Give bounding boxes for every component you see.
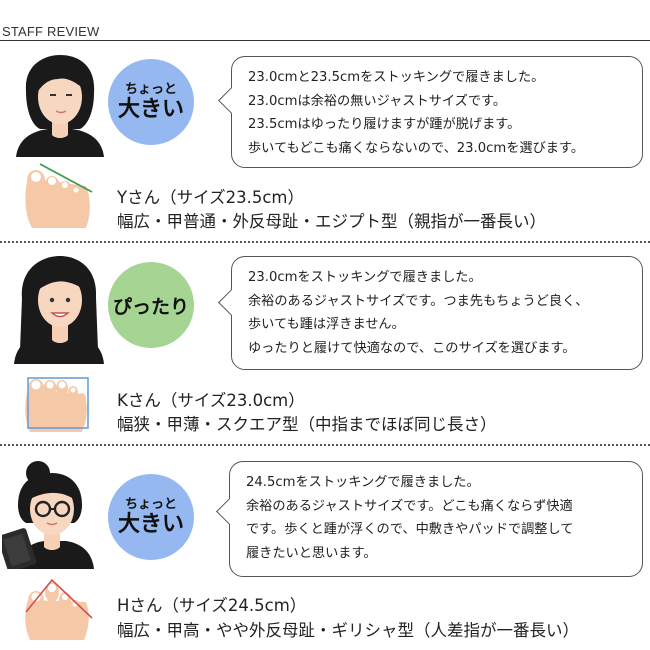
woman-bun-glasses-avatar: [2, 461, 94, 569]
badge-small-text: ちょっと: [124, 81, 177, 97]
badge-large-text: 大きい: [117, 96, 184, 122]
badge-large-text: 大きい: [117, 511, 184, 537]
review-line: 余裕のあるジャストサイズです。どこも痛くならず快適: [246, 498, 573, 514]
review-line: 歩いても踵は浮きません。: [248, 317, 405, 332]
fit-badge: ぴったり: [108, 262, 194, 348]
review-bubble: 24.5cmをストッキングで履きました。 余裕のあるジャストサイズです。どこも痛…: [216, 461, 643, 577]
review-line: です。歩くと踵が浮くので、中敷きやパッドで調整して: [246, 522, 574, 537]
header-bar: STAFF REVIEW: [0, 0, 650, 41]
review-line: 歩いてもどこも痛くならないので、23.0cmを選びます。: [248, 140, 585, 156]
badge-small-text: ちょっと: [124, 496, 177, 512]
review-line: 履きたいと思います。: [246, 545, 377, 561]
review-line: 23.0cmをストッキングで履きました。: [248, 270, 482, 285]
person-name: Kさん（サイズ23.0cm）: [117, 391, 305, 410]
review-bubble: 23.0cmをストッキングで履きました。 余裕のあるジャストサイズです。つま先も…: [218, 256, 643, 370]
foot-egyptian-icon: [25, 163, 93, 228]
bubble-tail: [216, 498, 243, 525]
foot-greek-icon: [25, 578, 93, 640]
review-line: 24.5cmをストッキングで履きました。: [246, 475, 480, 490]
bubble-tail: [218, 289, 245, 316]
badge-single-text: ぴったり: [112, 295, 189, 318]
woman-short-hair-avatar: [16, 55, 104, 157]
section-divider: [0, 241, 650, 243]
review-line: 23.0cmと23.5cmをストッキングで履きました。: [248, 70, 545, 85]
header-title: STAFF REVIEW: [2, 24, 100, 39]
review-line: 23.0cmは余裕の無いジャストサイズです。: [248, 93, 507, 109]
person-name: Yさん（サイズ23.5cm）: [117, 188, 304, 207]
bubble-tail: [218, 87, 245, 114]
person-foot-description: 幅広・甲高・やや外反母趾・ギリシャ型（人差指が一番長い）: [117, 621, 579, 640]
review-line: 余裕のあるジャストサイズです。つま先もちょうど良く、: [248, 293, 589, 309]
woman-long-hair-avatar: [14, 256, 104, 364]
review-bubble: 23.0cmと23.5cmをストッキングで履きました。 23.0cmは余裕の無い…: [218, 56, 643, 168]
person-foot-description: 幅広・甲普通・外反母趾・エジプト型（親指が一番長い）: [117, 212, 546, 231]
person-name: Hさん（サイズ24.5cm）: [117, 596, 307, 615]
review-line: ゆったりと履けて快適なので、このサイズを選びます。: [248, 340, 576, 356]
fit-badge: ちょっと 大きい: [108, 474, 194, 560]
person-foot-description: 幅狭・甲薄・スクエア型（中指までほぼ同じ長さ）: [117, 415, 497, 434]
fit-badge: ちょっと 大きい: [108, 59, 194, 145]
section-divider: [0, 444, 650, 446]
review-line: 23.5cmはゆったり履けますが踵が脱げます。: [248, 117, 521, 132]
foot-square-icon: [25, 377, 89, 432]
